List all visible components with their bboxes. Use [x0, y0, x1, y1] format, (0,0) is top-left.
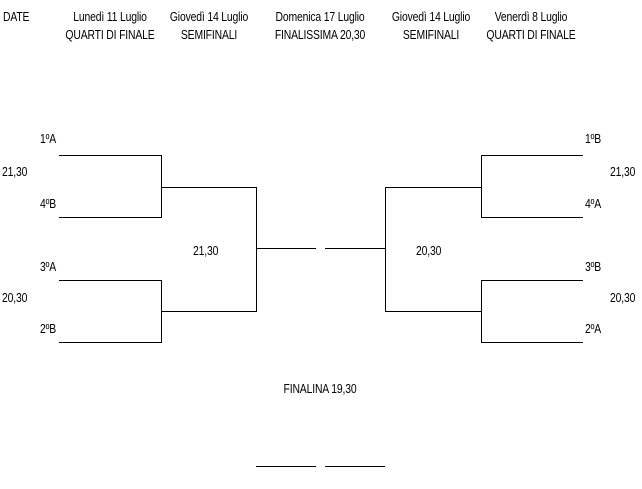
col5-phase: QUARTI DI FINALE — [486, 27, 576, 42]
col5-day: Venerdì 8 Luglio — [494, 9, 568, 24]
right-vline-match1 — [481, 155, 482, 218]
left-semi-vline — [256, 187, 257, 312]
col3-phase: FINALISSIMA 20,30 — [274, 27, 366, 42]
left-line-3a — [59, 280, 161, 281]
left-match2-time: 20,30 — [2, 290, 28, 305]
date-label: DATE — [3, 9, 30, 24]
left-line-1a — [59, 155, 161, 156]
right-line-4a — [481, 217, 583, 218]
left-vline-match1 — [161, 155, 162, 218]
right-team-4a: 4ºA — [585, 196, 602, 211]
right-semi-vline — [385, 187, 386, 312]
left-match1-time: 21,30 — [2, 164, 28, 179]
left-team-2b: 2ºB — [39, 321, 56, 336]
right-line-1b — [481, 155, 583, 156]
col3-day: Domenica 17 Luglio — [275, 9, 365, 24]
right-team-2a: 2ºA — [585, 321, 602, 336]
col4-phase: SEMIFINALI — [402, 27, 460, 42]
left-team-4b: 4ºB — [39, 196, 56, 211]
left-line-4b — [59, 217, 161, 218]
right-match2-time: 20,30 — [610, 290, 636, 305]
left-semi-line-top — [161, 187, 256, 188]
finalina-label: FINALINA 19,30 — [283, 381, 357, 396]
right-match1-time: 21,30 — [610, 164, 636, 179]
finalina-line-left — [256, 466, 316, 467]
right-semi-time: 20,30 — [416, 243, 442, 258]
right-line-3b — [481, 280, 583, 281]
right-semi-line-top — [385, 187, 481, 188]
right-vline-match2 — [481, 280, 482, 343]
left-semi-time: 21,30 — [193, 243, 219, 258]
right-semi-line-bottom — [385, 311, 481, 312]
col4-day: Giovedì 14 Luglio — [391, 9, 471, 24]
right-team-3b: 3ºB — [585, 259, 602, 274]
col1-phase: QUARTI DI FINALE — [65, 27, 155, 42]
left-team-3a: 3ºA — [39, 259, 56, 274]
left-line-2b — [59, 342, 161, 343]
left-team-1a: 1ºA — [39, 131, 56, 146]
left-semi-line-bottom — [161, 311, 256, 312]
right-team-1b: 1ºB — [585, 131, 602, 146]
col1-day: Lunedì 11 Luglio — [73, 9, 147, 24]
right-line-2a — [481, 342, 583, 343]
col2-day: Giovedì 14 Luglio — [169, 9, 249, 24]
finalina-line-right — [325, 466, 385, 467]
final-line-left — [256, 248, 316, 249]
final-line-right — [325, 248, 385, 249]
col2-phase: SEMIFINALI — [180, 27, 238, 42]
